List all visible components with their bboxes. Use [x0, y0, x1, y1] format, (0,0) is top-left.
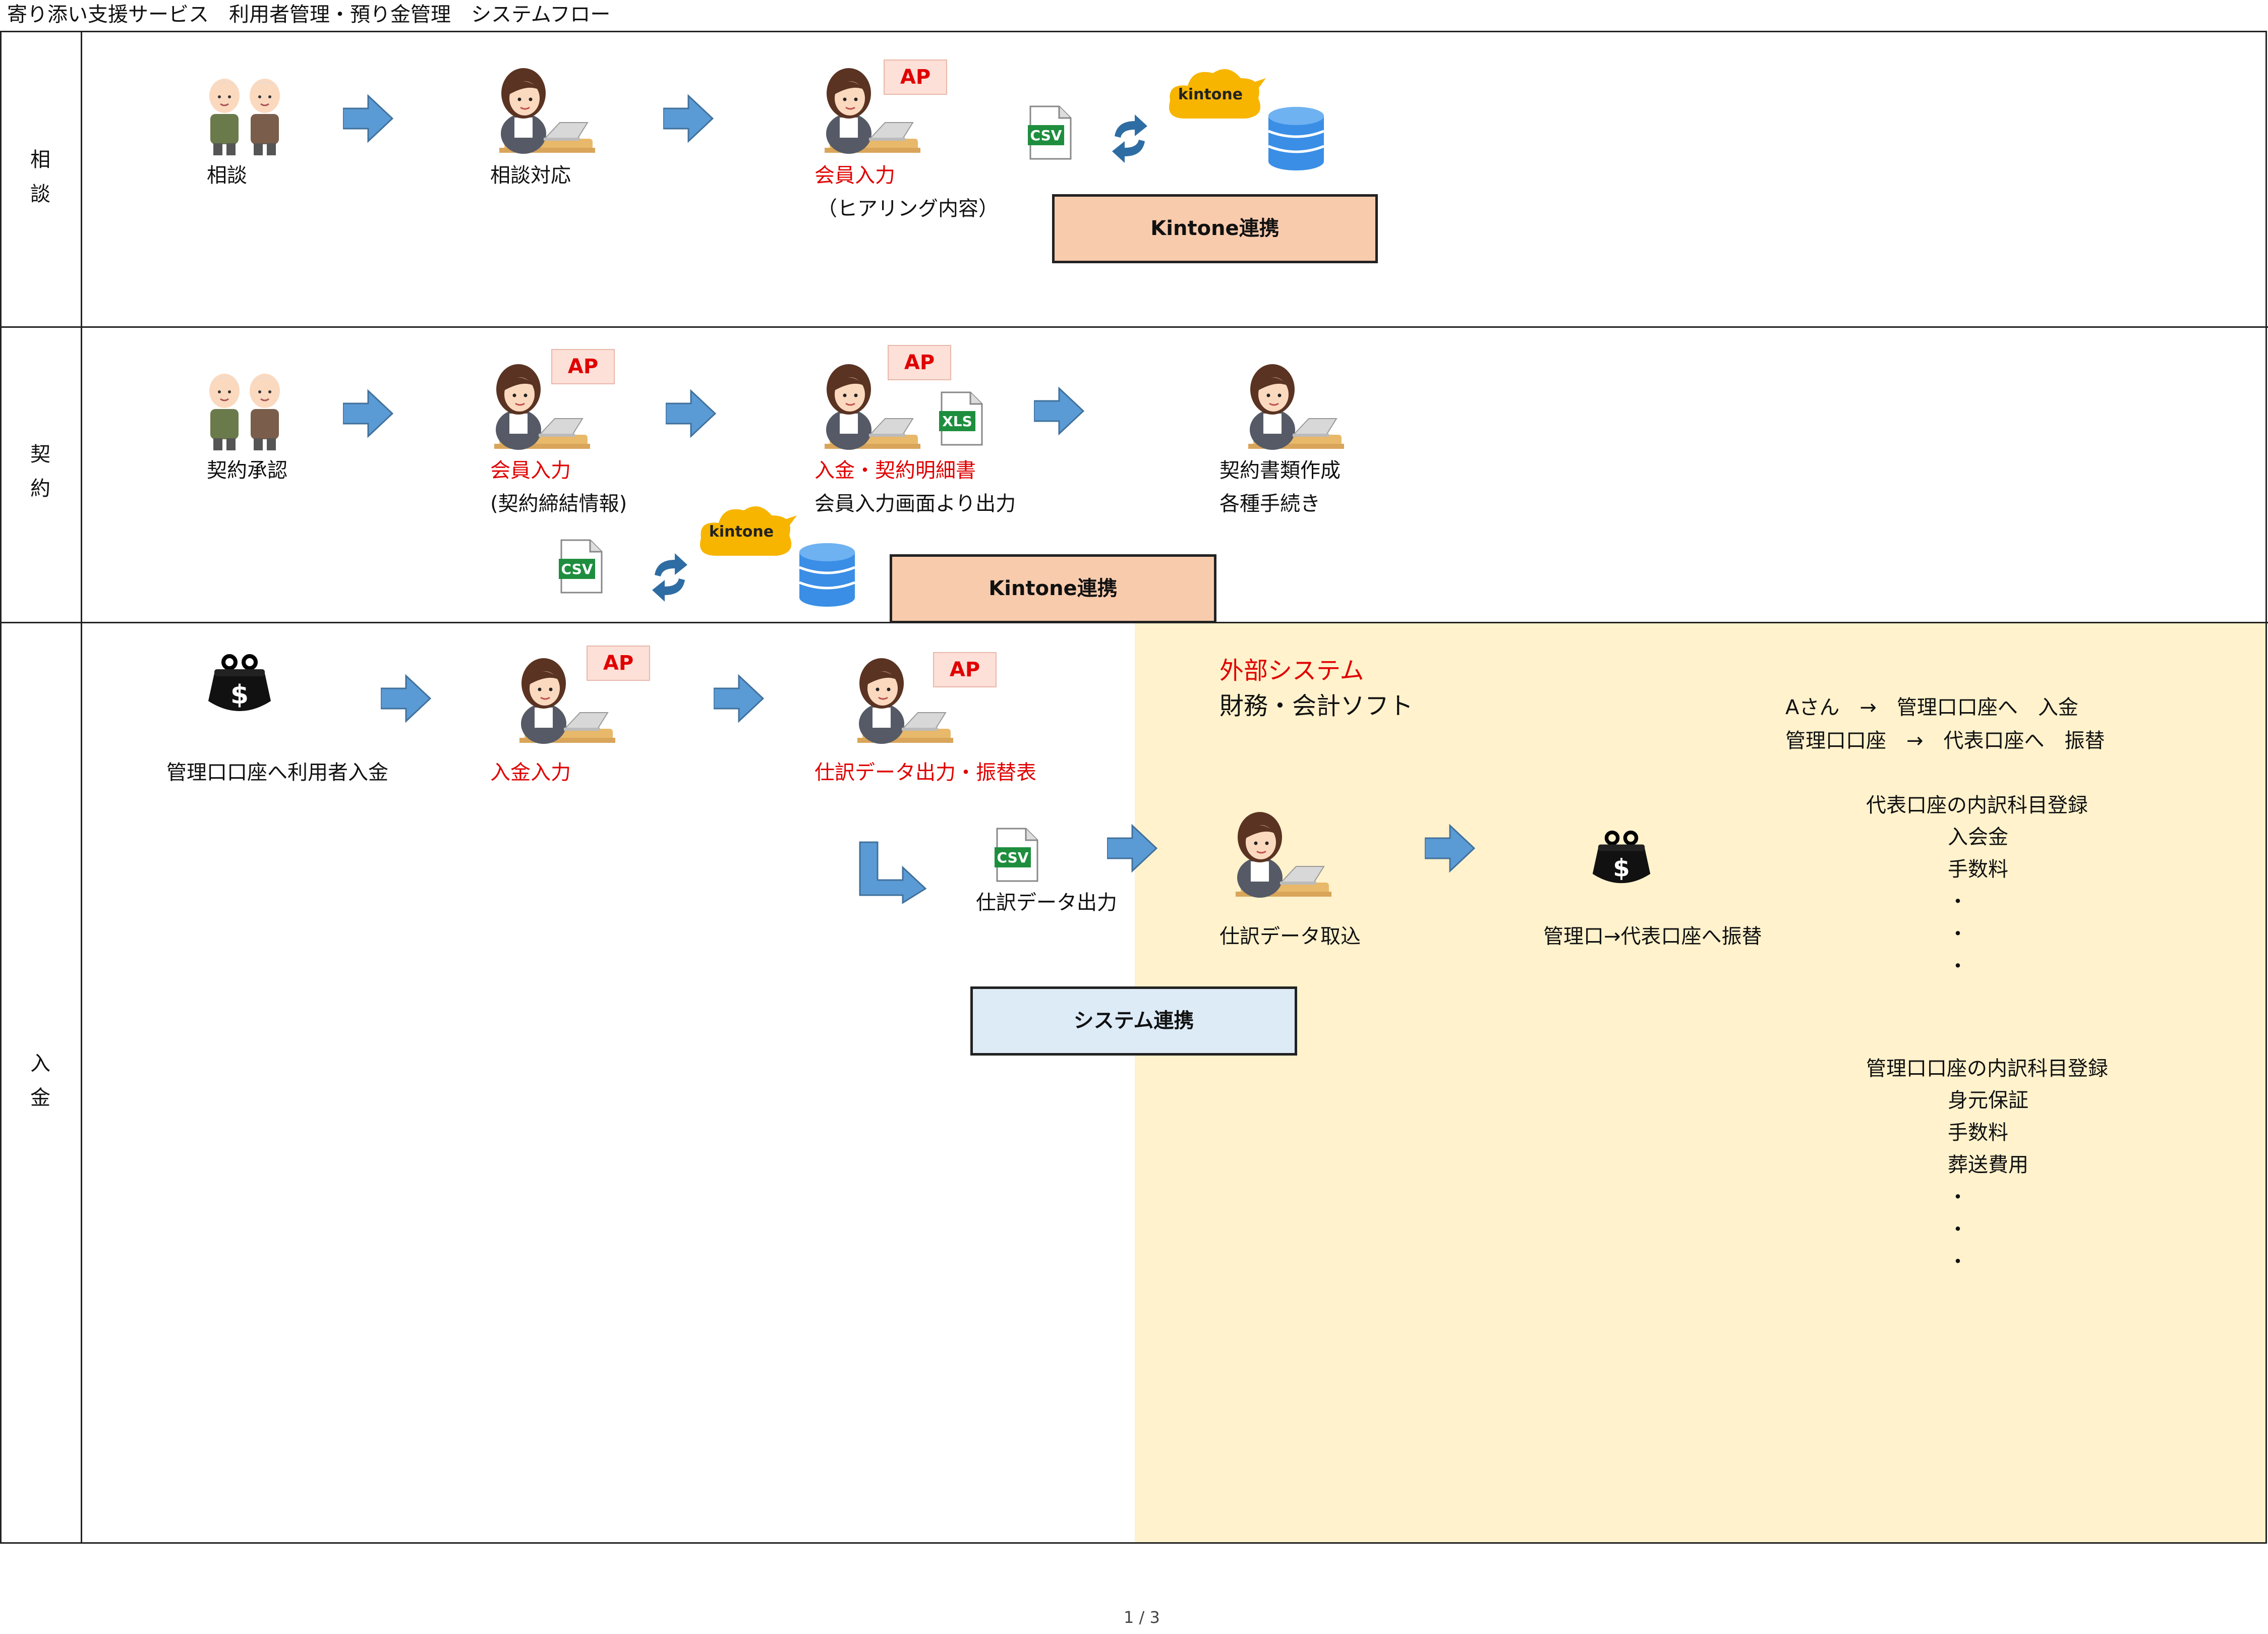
wallet-money-icon — [1589, 830, 1654, 890]
member-input-label: 会員入力 — [815, 164, 895, 187]
lane-label-consult: 相 談 — [30, 148, 50, 206]
mgmt-account-items: 身元保証 手数料 葬送費用 ・ ・ ・ — [1948, 1089, 2028, 1273]
csv-text: CSV — [561, 561, 593, 577]
arrow-right-icon — [666, 388, 716, 439]
arrow-right-icon — [1107, 823, 1157, 873]
journal-output-label: 仕訳データ出力・振替表 — [815, 761, 1036, 784]
lane-label-contract: 契 約 — [30, 443, 50, 500]
lane-label-deposit: 入 金 — [30, 1052, 50, 1110]
procedures-label: 各種手続き — [1219, 492, 1320, 515]
xls-file-icon: XLS — [939, 391, 984, 446]
hearing-content-label: （ヒアリング内容） — [817, 197, 999, 220]
mgmt-account-heading: 管理口口座の内訳科目登録 — [1866, 1057, 2108, 1080]
csv-file-icon: CSV — [995, 827, 1040, 883]
staff-person-icon — [1233, 359, 1344, 460]
wallet-money-icon — [204, 653, 275, 719]
kintone-text: kintone — [709, 523, 774, 541]
output-from-screen-label: 会員入力画面より出力 — [815, 492, 1016, 515]
consult-response-label: 相談対応 — [490, 164, 571, 187]
swimlane-frame — [0, 31, 2267, 1544]
ap-badge: AP — [888, 345, 951, 380]
kintone-cloud-icon: kintone — [1165, 63, 1266, 134]
journal-data-output-label: 仕訳データ出力 — [976, 891, 1117, 914]
ap-badge: AP — [884, 60, 947, 95]
arrow-right-icon — [381, 673, 431, 724]
kintone-text: kintone — [1178, 86, 1243, 103]
page-number: 1 / 3 — [1124, 1608, 1160, 1627]
sync-icon — [1104, 113, 1155, 164]
xls-text: XLS — [942, 413, 972, 430]
kintone-link-box: Kintone連携 — [1052, 194, 1378, 263]
consult-step-label: 相談 — [207, 164, 247, 187]
staff-person-icon — [484, 63, 595, 164]
rep-account-heading: 代表口座の内訳科目登録 — [1866, 794, 2088, 817]
user-deposit-label: 管理口口座へ利用者入金 — [166, 761, 388, 784]
external-system-title: 外部システム — [1219, 657, 1364, 685]
csv-text: CSV — [1030, 127, 1062, 144]
lane-divider — [0, 326, 2268, 328]
deposit-input-label: 入金入力 — [490, 761, 571, 784]
contract-approval-label: 契約承認 — [207, 459, 287, 482]
arrow-right-icon — [714, 673, 764, 724]
ap-badge: AP — [587, 646, 650, 681]
journal-import-label: 仕訳データ取込 — [1219, 925, 1361, 948]
system-link-box: システム連携 — [970, 986, 1297, 1056]
transfer-label: 管理口→代表口座へ振替 — [1543, 925, 1762, 948]
database-icon — [797, 542, 857, 608]
elderly-couple-icon — [194, 71, 295, 156]
member-input-label: 会員入力 — [490, 459, 571, 482]
csv-file-icon: CSV — [1028, 105, 1073, 160]
ap-badge: AP — [551, 349, 615, 384]
elderly-couple-icon — [194, 366, 295, 451]
external-system-area — [1135, 623, 2266, 1542]
csv-text: CSV — [997, 849, 1029, 866]
arrow-right-icon — [663, 93, 714, 144]
sync-icon — [645, 552, 695, 603]
kintone-cloud-icon: kintone — [696, 500, 797, 571]
staff-person-icon — [1220, 807, 1331, 908]
ap-badge: AP — [933, 652, 997, 687]
arrow-right-icon — [1425, 823, 1475, 873]
rep-account-items: 入会金 手数料 ・ ・ ・ — [1948, 826, 2008, 978]
page-title: 寄り添い支援サービス 利用者管理・預り金管理 システムフロー — [7, 3, 611, 26]
arrow-right-icon — [1034, 386, 1084, 436]
contract-info-label: (契約締結情報) — [490, 492, 627, 515]
flow-line-1: Aさん → 管理口口座へ 入金 — [1785, 696, 2078, 719]
lane-header-divider — [81, 31, 82, 1544]
csv-file-icon: CSV — [559, 539, 604, 594]
accounting-software-label: 財務・会計ソフト — [1219, 692, 1414, 720]
flow-line-2: 管理口口座 → 代表口座へ 振替 — [1785, 729, 2105, 752]
deposit-contract-statement-label: 入金・契約明細書 — [815, 459, 976, 482]
arrow-right-icon — [343, 388, 393, 439]
arrow-right-icon — [343, 93, 393, 144]
turn-arrow-icon — [857, 840, 928, 905]
kintone-link-box: Kintone連携 — [890, 554, 1216, 623]
contract-docs-label: 契約書類作成 — [1219, 459, 1341, 482]
database-icon — [1266, 106, 1326, 171]
